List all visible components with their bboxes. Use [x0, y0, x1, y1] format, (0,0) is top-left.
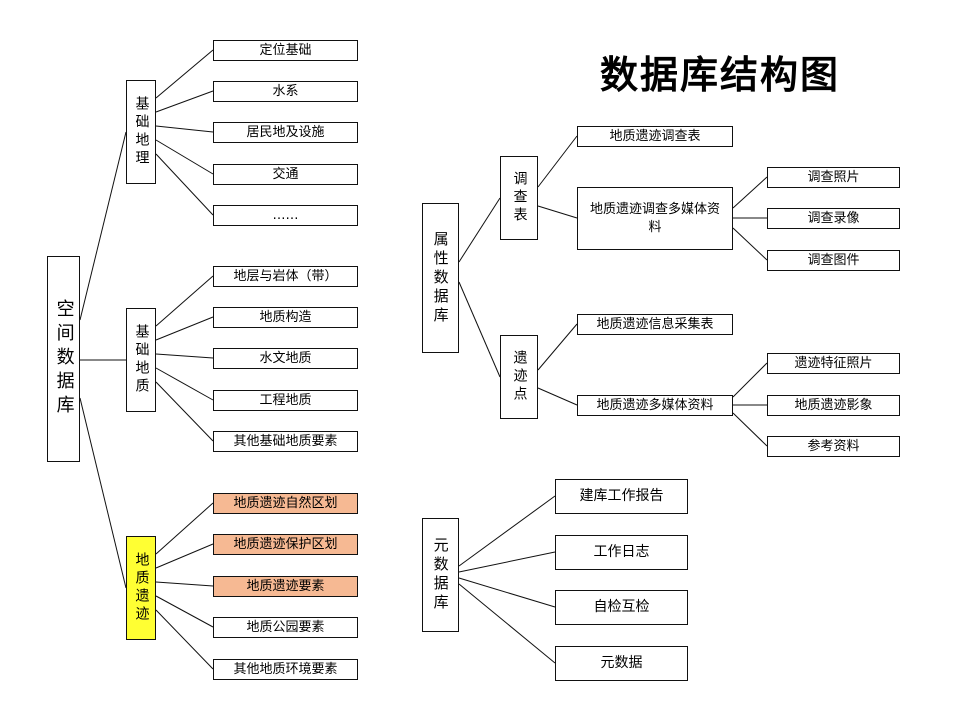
site-media-item: 参考资料: [767, 436, 900, 457]
connector-line: [155, 139, 214, 175]
connector-line: [732, 412, 768, 447]
connector-line: [155, 49, 214, 99]
connector-line: [458, 583, 556, 664]
diagram-title: 数据库结构图: [600, 53, 841, 97]
node-spatial-db: 空间数据库: [47, 256, 80, 462]
site-table-item: 地质遗迹信息采集表: [577, 314, 733, 335]
connector-line: [537, 205, 578, 219]
heritage-item: 地质遗迹保护区划: [213, 534, 358, 555]
site-multimedia-item: 地质遗迹多媒体资料: [577, 395, 733, 416]
node-heritage-site: 遗迹点: [500, 335, 538, 419]
connector-line: [155, 316, 214, 341]
heritage-item: 其他地质环境要素: [213, 659, 358, 680]
connector-line: [732, 362, 768, 398]
survey-multimedia-item: 地质遗迹调查多媒体资料: [577, 187, 733, 250]
connector-line: [458, 281, 501, 378]
connector-line: [537, 135, 578, 188]
heritage-item: 地质遗迹自然区划: [213, 493, 358, 514]
node-attribute-db: 属性数据库: [422, 203, 459, 353]
node-basic-geo: 基础地理: [126, 80, 156, 184]
metadata-item: 元数据: [555, 646, 688, 681]
connector-line: [155, 275, 214, 327]
node-metadata-db: 元数据库: [422, 518, 459, 632]
heritage-item: 地质遗迹要素: [213, 576, 358, 597]
basic-geology-item: 地质构造: [213, 307, 358, 328]
basic-geology-item: 工程地质: [213, 390, 358, 411]
site-media-item: 地质遗迹影象: [767, 395, 900, 416]
connector-line: [155, 502, 214, 555]
connector-line: [155, 153, 214, 216]
survey-media-item: 调查图件: [767, 250, 900, 271]
metadata-item: 工作日志: [555, 535, 688, 570]
connector-line: [155, 125, 214, 133]
site-media-item: 遗迹特征照片: [767, 353, 900, 374]
connector-line: [155, 581, 214, 587]
connector-line: [155, 381, 214, 442]
basic-geology-item: 地层与岩体（带）: [213, 266, 358, 287]
connector-line: [732, 227, 768, 261]
basic-geology-item: 水文地质: [213, 348, 358, 369]
basic-geo-item: 水系: [213, 81, 358, 102]
connector-line: [79, 397, 127, 589]
node-survey-table: 调查表: [500, 156, 538, 240]
connector-line: [155, 367, 214, 401]
connector-line: [155, 90, 214, 113]
connector-line: [155, 595, 214, 628]
connector-line: [458, 495, 556, 567]
connector-line: [458, 197, 501, 263]
metadata-item: 建库工作报告: [555, 479, 688, 514]
basic-geo-item: 居民地及设施: [213, 122, 358, 143]
basic-geo-item: 交通: [213, 164, 358, 185]
connector-line: [537, 323, 578, 371]
node-basic-geology: 基础地质: [126, 308, 156, 412]
connector-line: [458, 577, 556, 608]
connector-line: [155, 609, 214, 670]
basic-geo-item: ……: [213, 205, 358, 226]
connector-line: [79, 131, 127, 321]
connector-line: [732, 176, 768, 209]
connector-line: [537, 387, 578, 406]
survey-media-item: 调查录像: [767, 208, 900, 229]
metadata-item: 自检互检: [555, 590, 688, 625]
survey-table-item: 地质遗迹调查表: [577, 126, 733, 147]
connector-line: [155, 353, 214, 359]
connector-line: [155, 543, 214, 569]
basic-geology-item: 其他基础地质要素: [213, 431, 358, 452]
basic-geo-item: 定位基础: [213, 40, 358, 61]
heritage-item: 地质公园要素: [213, 617, 358, 638]
node-geo-heritage: 地质遗迹: [126, 536, 156, 640]
survey-media-item: 调查照片: [767, 167, 900, 188]
connector-line: [458, 551, 556, 573]
